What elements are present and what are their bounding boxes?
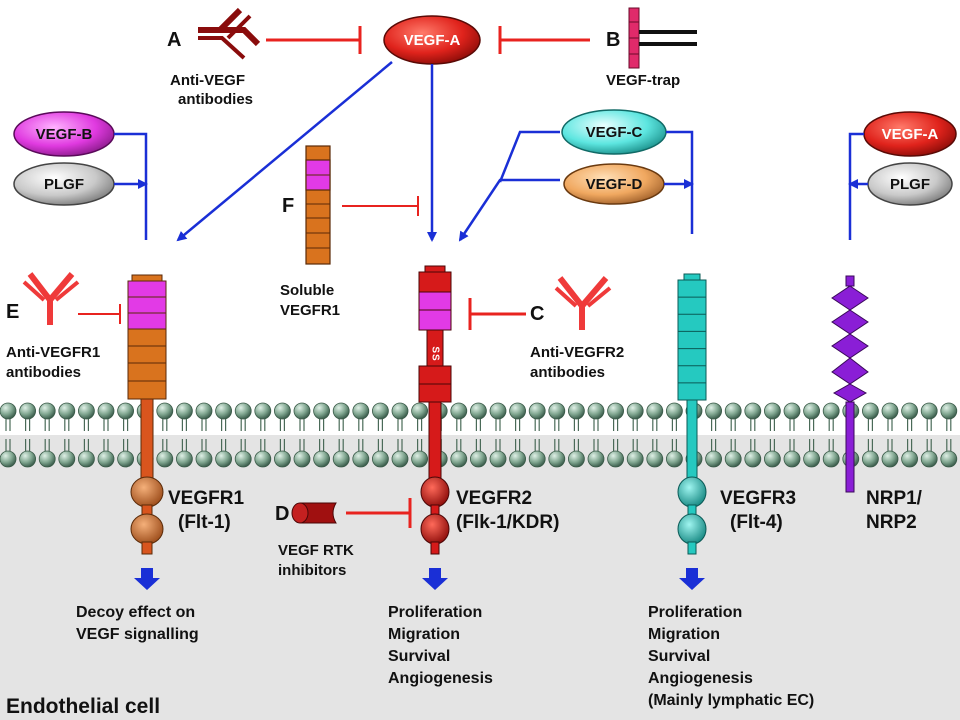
nrp-label-line1: NRP1/ <box>866 488 923 509</box>
inhibit-c-line <box>468 298 526 330</box>
outcome-line: Proliferation <box>388 604 482 621</box>
arrow-vegfa-plgf-to-nrp <box>850 132 868 240</box>
signal-arrow-vegfr1 <box>134 568 160 590</box>
outcome-vegfr1: Decoy effect on VEGF signalling <box>76 604 199 643</box>
inhibitor-c-letter: C <box>530 303 544 325</box>
arrow-vegfc-vegfd-to-vegfr3 <box>664 130 692 234</box>
vegf-b-label: VEGF-B <box>36 126 93 143</box>
vegfr1-receptor <box>127 274 167 555</box>
plgf-left-label: PLGF <box>44 176 84 193</box>
outcome-vegfr3: ProliferationMigrationSurvivalAngiogenes… <box>648 604 814 709</box>
outcome-line: VEGF signalling <box>76 626 199 643</box>
rtk-inhibitor-icon <box>291 502 337 524</box>
vegf-c-label: VEGF-C <box>586 124 643 141</box>
outcome-line: Migration <box>648 626 720 643</box>
anti-vegfr1-antibody-icon <box>22 272 80 325</box>
endothelial-cell-label: Endothelial cell <box>6 695 160 718</box>
inhibitor-f-line2: VEGFR1 <box>280 302 340 319</box>
outcome-line: Survival <box>388 648 450 665</box>
anti-vegf-antibody-icon <box>198 7 261 60</box>
inhibitor-d-letter: D <box>275 503 289 525</box>
vegfr2-label-line2: (Flk-1/KDR) <box>456 512 559 533</box>
soluble-vegfr1-icon <box>305 145 331 265</box>
plgf-right-label: PLGF <box>890 176 930 193</box>
inhibitor-c-line2: antibodies <box>530 364 605 381</box>
arrow-vegfa-to-vegfr1 <box>176 61 393 242</box>
vegf-a-top-label: VEGF-A <box>404 32 461 49</box>
outcome-line: Decoy effect on <box>76 604 195 621</box>
outcome-line: Survival <box>648 648 710 665</box>
outcome-line: Angiogenesis <box>648 670 753 687</box>
anti-vegfr2-antibody-icon <box>554 276 612 330</box>
vegfr2-receptor <box>418 265 452 555</box>
inhibitor-f-line1: Soluble <box>280 282 334 299</box>
inhibit-d-line <box>346 498 412 528</box>
outcome-line: Proliferation <box>648 604 742 621</box>
inhibitor-d-line2: inhibitors <box>278 562 346 579</box>
inhibitor-a-line1: Anti-VEGF <box>170 72 245 89</box>
vegfr1-label-line2: (Flt-1) <box>178 512 231 533</box>
nrp-label-line2: NRP2 <box>866 512 917 533</box>
vegfr2-label-line1: VEGFR2 <box>456 488 532 509</box>
inhibit-e-line <box>78 304 121 324</box>
vegf-d-label: VEGF-D <box>586 176 643 193</box>
vegfr3-label-line2: (Flt-4) <box>730 512 783 533</box>
vegf-trap-icon <box>628 7 697 69</box>
inhibitor-e-letter: E <box>6 301 19 323</box>
inhibitor-a-line2: antibodies <box>178 91 253 108</box>
outcome-line: Migration <box>388 626 460 643</box>
vegfr3-label-line1: VEGFR3 <box>720 488 796 509</box>
inhibitor-f-letter: F <box>282 195 294 217</box>
inhibitor-e-line2: antibodies <box>6 364 81 381</box>
vegfr1-label-line1: VEGFR1 <box>168 488 244 509</box>
inhibitor-b-letter: B <box>606 29 620 51</box>
inhibit-f-line <box>342 196 419 216</box>
signal-arrow-vegfr3 <box>679 568 705 590</box>
signal-arrow-vegfr2 <box>422 568 448 590</box>
vegfr2-ss-label: SS <box>430 346 441 361</box>
outcome-line: (Mainly lymphatic EC) <box>648 692 814 709</box>
inhibitor-e-line1: Anti-VEGFR1 <box>6 344 100 361</box>
inhibit-b-line <box>498 26 590 54</box>
inhibitor-c-line1: Anti-VEGFR2 <box>530 344 624 361</box>
inhibitor-d-line1: VEGF RTK <box>278 542 354 559</box>
outcome-line: Angiogenesis <box>388 670 493 687</box>
vegfr3-receptor <box>677 273 707 555</box>
arrow-vegfc-vegfd-to-vegfr2 <box>460 130 560 240</box>
inhibitor-b-line1: VEGF-trap <box>606 72 680 89</box>
nrp-receptor <box>831 275 869 493</box>
inhibit-a-line <box>266 26 362 54</box>
outcome-vegfr2: ProliferationMigrationSurvivalAngiogenes… <box>388 604 493 687</box>
arrow-vegfb-plgf-to-vegfr1 <box>114 132 146 240</box>
inhibitor-a-letter: A <box>167 29 181 51</box>
vegf-a-right-label: VEGF-A <box>882 126 939 143</box>
cell-membrane <box>0 402 958 468</box>
